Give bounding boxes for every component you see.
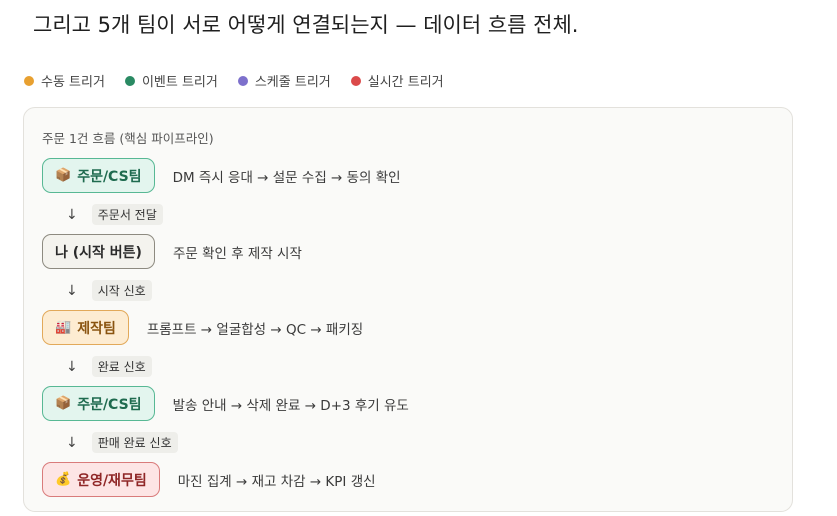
team-node-label: 주문/CS팀 xyxy=(77,396,142,413)
connector-label: 완료 신호 xyxy=(91,356,152,377)
team-node-me: 나 (시작 버튼) xyxy=(42,234,155,269)
package-icon: 📦 xyxy=(55,168,72,183)
team-node-operations-finance: 💰 운영/재무팀 xyxy=(42,462,160,497)
arrow-down-icon: ↓ xyxy=(66,282,78,299)
legend-dot-event xyxy=(124,75,135,86)
legend-item-schedule: 스케줄 트리거 xyxy=(237,71,331,90)
connector-label: 시작 신호 xyxy=(91,280,152,301)
flow-step-operations-finance: 💰 운영/재무팀 마진 집계 → 재고 차감 → KPI 갱신 xyxy=(42,462,376,497)
legend-label: 수동 트리거 xyxy=(41,75,105,90)
flow-connector: ↓ 판매 완료 신호 xyxy=(66,432,178,453)
connector-label: 주문서 전달 xyxy=(91,204,163,225)
legend-item-realtime: 실시간 트리거 xyxy=(350,71,444,90)
step-description: DM 즉시 응대 → 설문 수집 → 동의 확인 xyxy=(172,169,401,186)
step-description: 발송 안내 → 삭제 완료 → D+3 후기 유도 xyxy=(172,397,409,414)
arrow-down-icon: ↓ xyxy=(66,434,78,451)
factory-icon: 🏭 xyxy=(55,320,72,335)
money-bag-icon: 💰 xyxy=(55,472,72,487)
legend-item-event: 이벤트 트리거 xyxy=(124,71,218,90)
team-node-order-cs: 📦 주문/CS팀 xyxy=(42,158,155,193)
legend-label: 실시간 트리거 xyxy=(367,75,444,90)
legend-dot-schedule xyxy=(237,75,248,86)
step-description: 프롬프트 → 얼굴합성 → QC → 패키징 xyxy=(146,321,364,338)
step-description: 주문 확인 후 제작 시작 xyxy=(172,245,302,262)
flow-connector: ↓ 주문서 전달 xyxy=(66,204,163,225)
flow-step-me: 나 (시작 버튼) 주문 확인 후 제작 시작 xyxy=(42,234,302,269)
flow-heading: 주문 1건 흐름 (핵심 파이프라인) xyxy=(42,131,214,146)
flow-step-order-cs-2: 📦 주문/CS팀 발송 안내 → 삭제 완료 → D+3 후기 유도 xyxy=(42,386,409,421)
step-description: 마진 집계 → 재고 차감 → KPI 갱신 xyxy=(177,473,376,490)
arrow-down-icon: ↓ xyxy=(66,206,78,223)
page-title: 그리고 5개 팀이 서로 어떻게 연결되는지 — 데이터 흐름 전체. xyxy=(33,13,579,37)
legend-item-manual: 수동 트리거 xyxy=(24,71,105,90)
legend-dot-manual xyxy=(24,75,34,86)
arrow-down-icon: ↓ xyxy=(66,358,78,375)
flow-step-order-cs: 📦 주문/CS팀 DM 즉시 응대 → 설문 수집 → 동의 확인 xyxy=(42,158,401,193)
team-node-production: 🏭 제작팀 xyxy=(42,310,129,345)
package-icon: 📦 xyxy=(55,396,72,411)
flow-connector: ↓ 완료 신호 xyxy=(66,356,152,377)
trigger-legend: 수동 트리거 이벤트 트리거 스케줄 트리거 실시간 트리거 xyxy=(24,71,444,90)
team-node-label: 제작팀 xyxy=(77,320,116,337)
team-node-label: 나 (시작 버튼) xyxy=(55,244,142,261)
team-node-label: 운영/재무팀 xyxy=(77,472,147,489)
flow-panel: 주문 1건 흐름 (핵심 파이프라인) 📦 주문/CS팀 DM 즉시 응대 → … xyxy=(23,107,793,512)
flow-step-production: 🏭 제작팀 프롬프트 → 얼굴합성 → QC → 패키징 xyxy=(42,310,363,345)
flow-connector: ↓ 시작 신호 xyxy=(66,280,152,301)
legend-label: 스케줄 트리거 xyxy=(254,75,331,90)
legend-label: 이벤트 트리거 xyxy=(141,75,218,90)
legend-dot-realtime xyxy=(350,75,361,86)
connector-label: 판매 완료 신호 xyxy=(91,432,178,453)
team-node-label: 주문/CS팀 xyxy=(77,168,142,185)
team-node-order-cs: 📦 주문/CS팀 xyxy=(42,386,155,421)
